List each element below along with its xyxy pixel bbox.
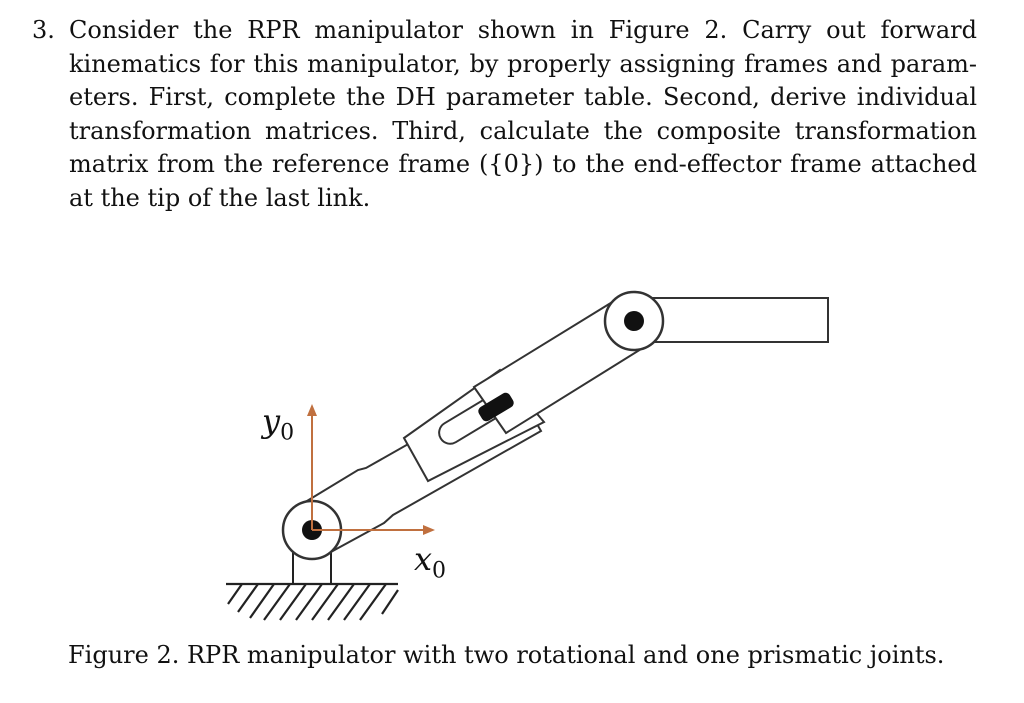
y-axis-letter: y [262, 402, 281, 440]
joint-3 [603, 290, 665, 352]
x-axis-letter: x [414, 540, 433, 578]
problem-line: transformation matrices. Third, calculat… [69, 116, 977, 145]
x0-arrowhead [423, 525, 435, 535]
problem-line: kinematics for this manipulator, by prop… [69, 49, 977, 78]
x-axis-subscript: 0 [432, 558, 447, 584]
link-3 [633, 297, 829, 343]
y0-axis-label: y0 [262, 402, 294, 445]
problem-line: eters. First, complete the DH parameter … [69, 83, 977, 112]
problem-line: matrix from the reference frame ({0}) to… [69, 150, 977, 179]
ground-hatch [226, 582, 399, 621]
problem-text: Consider the RPR manipulator shown in Fi… [69, 14, 977, 216]
y0-arrowhead [307, 404, 317, 416]
prismatic-slider [478, 392, 514, 422]
figure-caption: Figure 2. RPR manipulator with two rotat… [68, 641, 945, 669]
problem-statement: 3. Consider the RPR manipulator shown in… [32, 14, 977, 216]
y-axis-subscript: 0 [280, 420, 295, 446]
problem-line: at the tip of the last link. [69, 183, 371, 212]
x0-axis-label: x0 [414, 540, 446, 583]
problem-number: 3. [32, 16, 55, 44]
problem-line: Consider the RPR manipulator shown in Fi… [69, 16, 977, 44]
base-frame-axes [307, 404, 435, 535]
base-pedestal [292, 548, 332, 584]
